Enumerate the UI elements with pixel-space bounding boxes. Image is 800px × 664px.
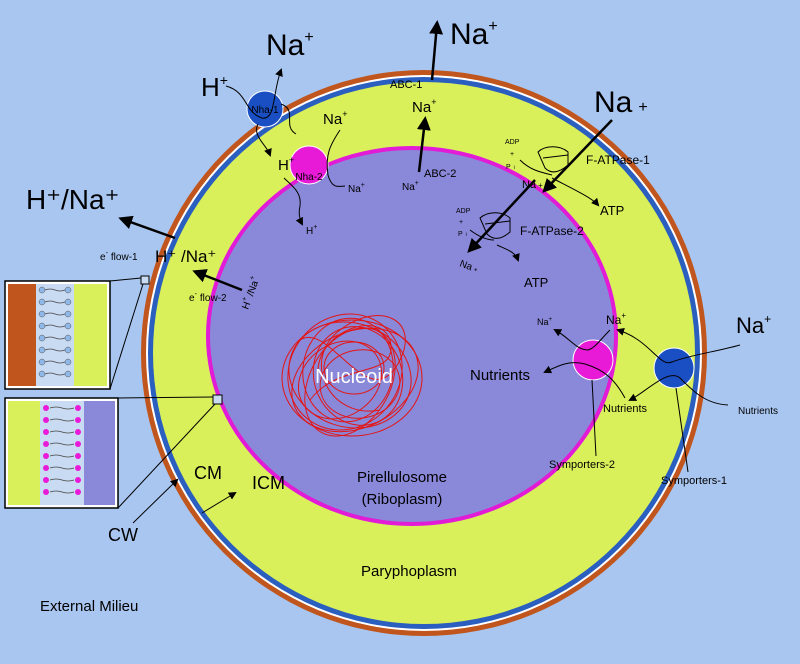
membrane-inset-bottom <box>4 397 119 509</box>
nha-2-transporter <box>289 145 329 185</box>
fatpase1-atp-arrow <box>551 177 600 207</box>
fatpase2-import-arrow <box>467 179 536 253</box>
e-flow-1-label: e-flow-1 <box>100 250 138 263</box>
nutrients-big-label: Nutrients <box>470 367 530 384</box>
hna-outer-label: H⁺/Na⁺ <box>26 184 119 215</box>
nha-2-label: Nha-2 <box>295 172 323 183</box>
hna-inner-arrow <box>192 269 243 292</box>
abc2-label: ABC-2 <box>424 168 456 180</box>
symporter2-na-small-label: Na+ <box>537 317 553 327</box>
nha-1-label: Nha-1 <box>251 105 279 116</box>
symporters-2-pointer <box>591 379 597 457</box>
fatpase2-label: F-ATPase-2 <box>520 224 584 238</box>
fatpase2-plus: + <box>459 219 463 226</box>
hna-outer-arrow <box>118 215 176 240</box>
symporter2-na-label: Na+ <box>606 311 626 327</box>
cm-label: CM <box>194 463 222 483</box>
abc2-na-small-label: Na+ <box>402 180 419 193</box>
nha1-exchange-arrow <box>225 68 283 119</box>
nha2-h-arrow <box>283 177 303 226</box>
nutrients-mid-label: Nutrients <box>603 403 648 415</box>
abc1-label: ABC-1 <box>390 79 422 91</box>
membrane-inset-top <box>4 280 111 390</box>
nha2-na-path <box>326 129 346 187</box>
abc2-export-arrow <box>416 116 431 173</box>
fatpase2-na-small-label: Na+ <box>458 258 480 275</box>
inset-connector-lines <box>109 275 223 509</box>
symporter1-nutrient-arrow <box>628 375 729 406</box>
fatpase2-atp-arrow <box>496 244 520 262</box>
nha1-h-in-arrow <box>256 123 272 157</box>
fatpase1-import-arrow <box>542 119 613 193</box>
symporter-2-transporter <box>572 339 614 381</box>
fatpase1-adp: ADP <box>505 139 520 146</box>
paryphoplasm-label: Paryphoplasm <box>361 563 457 580</box>
symporter1-na-label: Na+ <box>736 312 771 338</box>
nutrients-small-label: Nutrients <box>738 406 778 417</box>
fatpase1-label: F-ATPase-1 <box>586 153 650 167</box>
nha2-na-small-label: Na+ <box>348 182 365 195</box>
icm-label: ICM <box>252 473 285 493</box>
fatpase2-adp: ADP <box>456 208 471 215</box>
pirellulosome-region <box>210 150 614 522</box>
symporters-1-label: Symporters-1 <box>661 475 727 487</box>
hna-inner-label: H⁺ /Na⁺ <box>155 247 216 266</box>
fatpase2-rotor-line <box>484 220 511 225</box>
abc1-export-arrow <box>429 20 444 81</box>
abc2-na-label: Na+ <box>412 97 436 116</box>
abc1-na-label: Na+ <box>450 18 498 51</box>
nha2-na-label: Na+ <box>323 109 347 128</box>
symporters-2-label: Symporters-2 <box>549 459 615 471</box>
fatpase1-rotor <box>537 146 569 173</box>
external-milieu-label: External Milieu <box>40 598 138 615</box>
fatpase1-plus: + <box>510 151 514 158</box>
cw-label: CW <box>108 525 138 545</box>
fatpase1-rotor-line <box>542 154 569 159</box>
e-flow-2-label: e-flow-2 <box>189 291 227 304</box>
cm-pointer-arrow <box>201 491 237 514</box>
pirellulosome-label: Pirellulosome <box>357 469 447 486</box>
symporter2-na-arrow <box>553 329 611 351</box>
nha1-na-in-arrow <box>280 103 297 135</box>
symporters-1-pointer <box>675 387 689 473</box>
nha2-h-small-label: H+ <box>306 224 317 237</box>
cw-pointer-arrow <box>132 478 179 524</box>
hna-small-rotated-label: H+ /Na+ <box>239 275 263 311</box>
fatpase1-adp-line <box>519 159 553 176</box>
fatpase2-adp-line <box>469 229 495 241</box>
fatpase1-na-label: Na+ <box>594 86 648 119</box>
atp-label-1: ATP <box>600 203 624 218</box>
symporter1-na-arrow <box>616 327 741 364</box>
nha2-h-label: H+ <box>278 155 294 174</box>
nha1-na-out-label: Na+ <box>266 29 314 62</box>
fatpase2-rotor <box>479 212 511 239</box>
riboplasm-label: (Riboplasm) <box>362 491 443 508</box>
nha1-h-label: H+ <box>201 72 228 102</box>
nucleoid-label: Nucleoid <box>315 366 393 388</box>
nucleoid <box>281 313 423 437</box>
atp-label-2: ATP <box>524 275 548 290</box>
symporter2-nutrient-arrow <box>543 362 626 399</box>
symporter-1-transporter <box>653 347 695 389</box>
